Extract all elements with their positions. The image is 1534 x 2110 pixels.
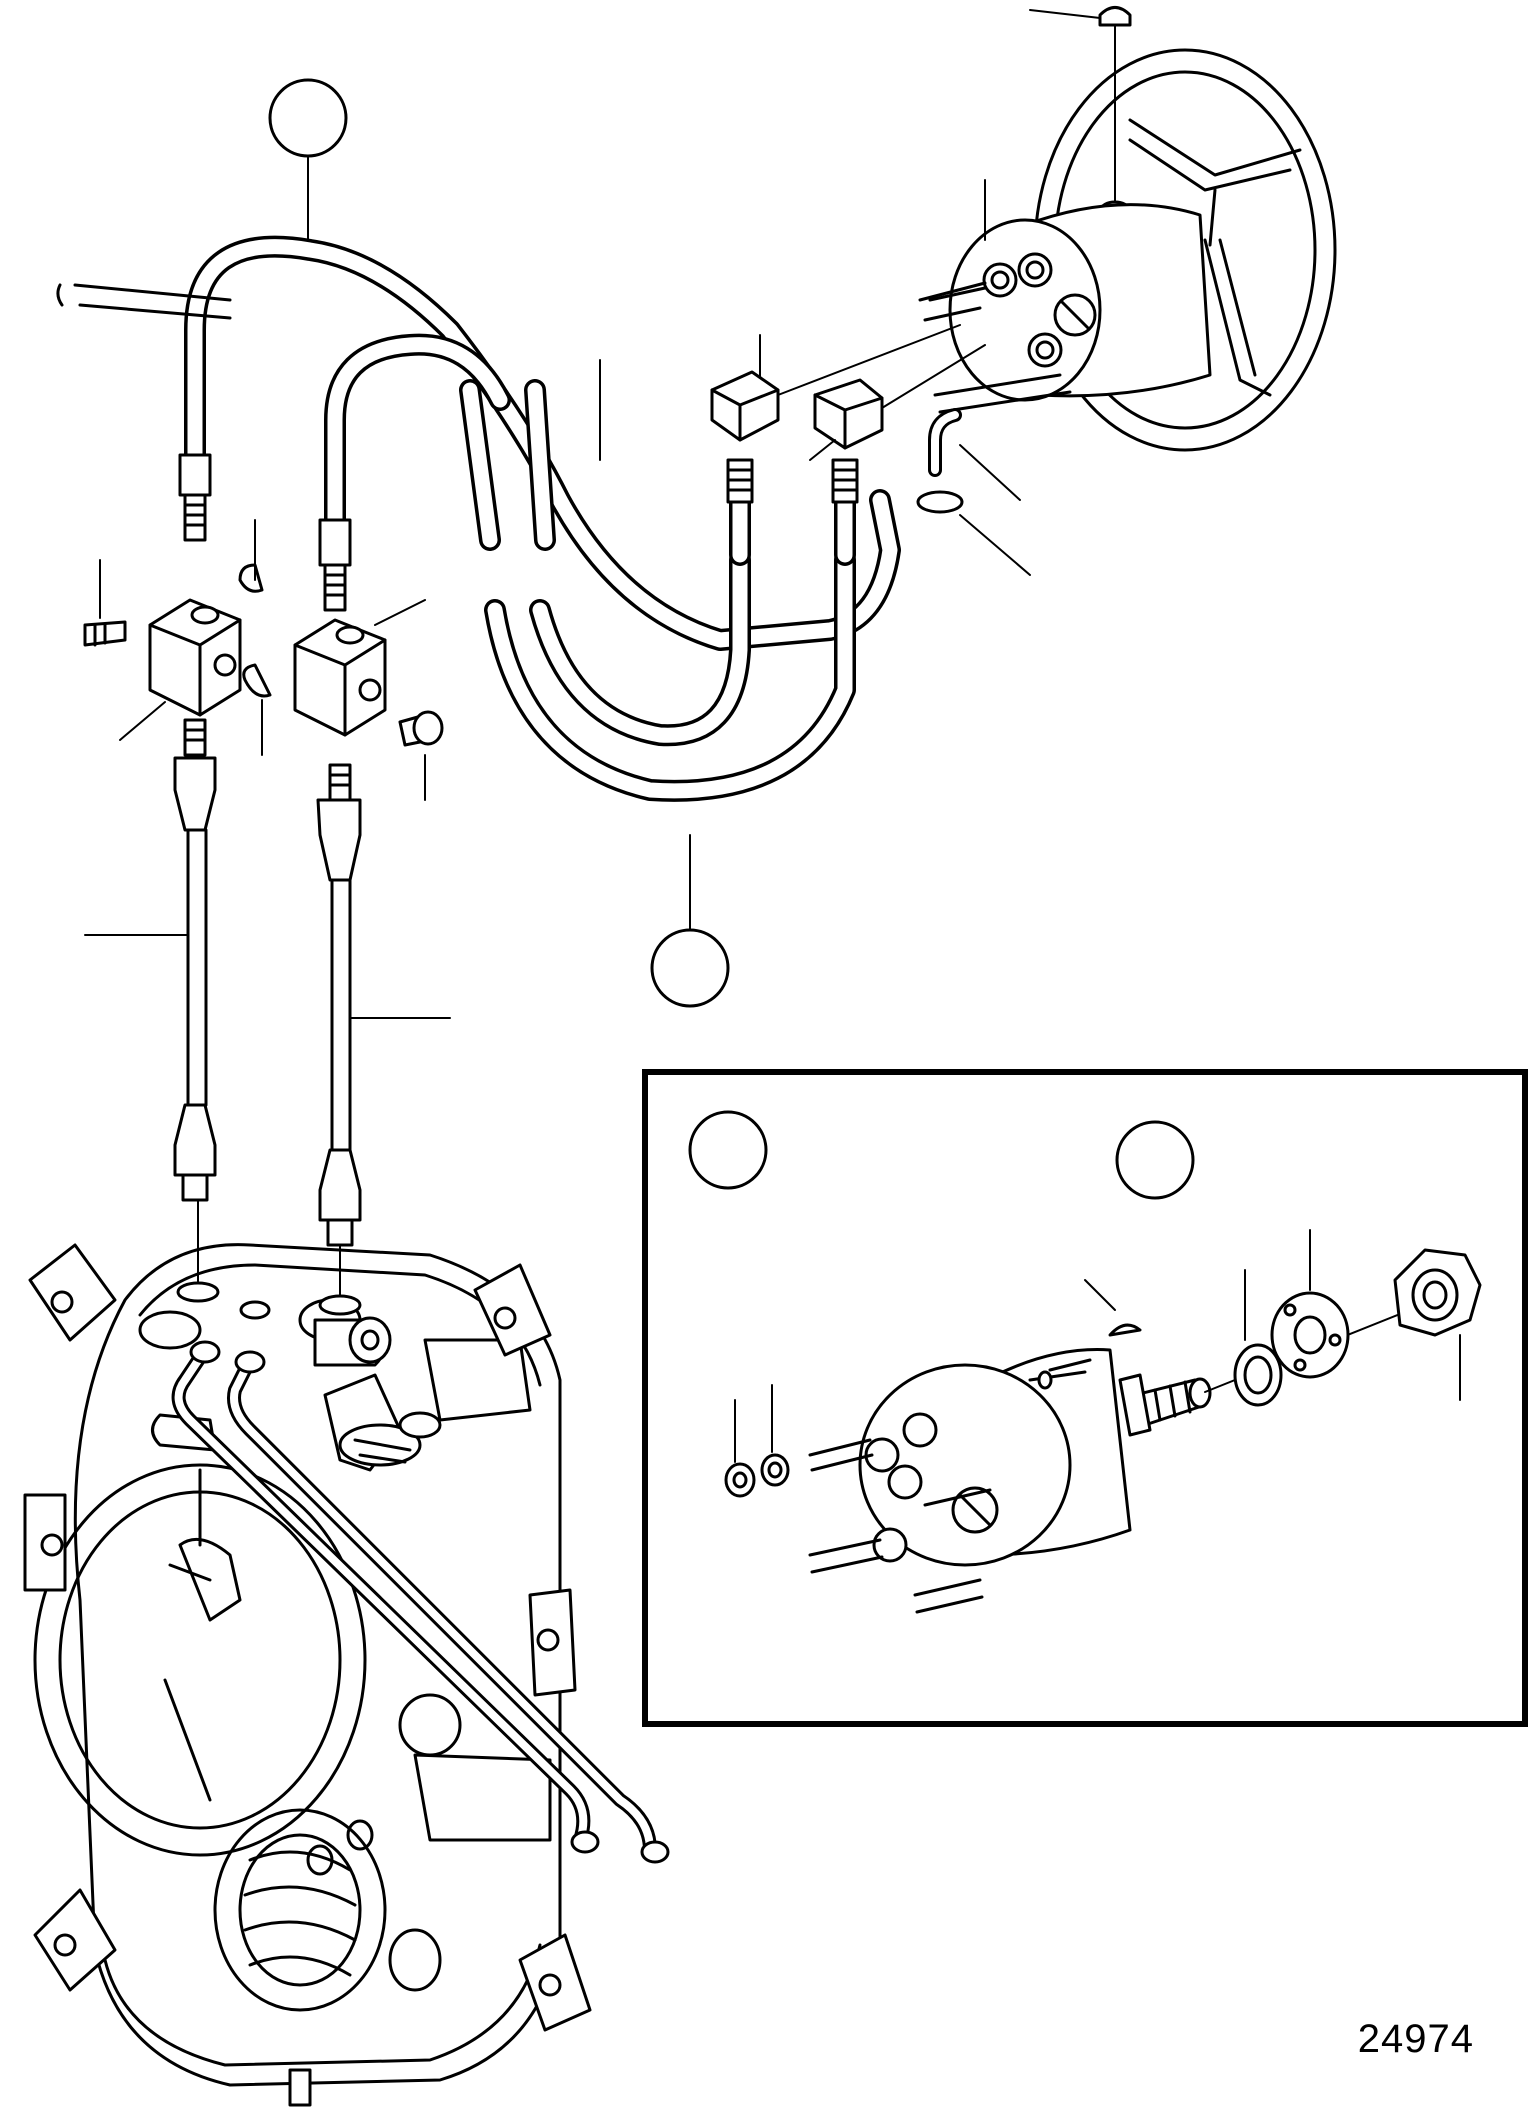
housing-ports [178,1283,390,1365]
tee-block-left [85,560,240,740]
valve-assembly [325,1375,440,1470]
pipe-left [85,720,215,1200]
callout-b [652,835,728,1006]
helm-pump [920,180,1210,412]
plug-right [400,712,442,800]
tee-block-right [295,600,425,735]
drive-housing [35,1245,560,2085]
hose-loop-lower [335,345,500,520]
hose-fittings-top [180,455,350,610]
pipe-right [318,765,450,1245]
return-hoses [470,390,845,791]
mounting-brackets [25,1245,590,2105]
callout-a [270,80,346,240]
inset-detail-box [645,1072,1525,1724]
wheel-screw [1030,8,1130,219]
fitting-left [712,335,778,440]
steering-wheel [1035,50,1335,450]
fitting-right [810,380,882,460]
crossover-tubes [179,1342,668,1862]
pump-hose-ends [728,460,857,555]
conduit-pipe [58,285,230,318]
hose-loop-upper [195,247,890,640]
figure-number: 24974 [1357,2017,1474,2061]
elbow-fitting [918,415,1030,575]
plug-left [240,520,270,755]
